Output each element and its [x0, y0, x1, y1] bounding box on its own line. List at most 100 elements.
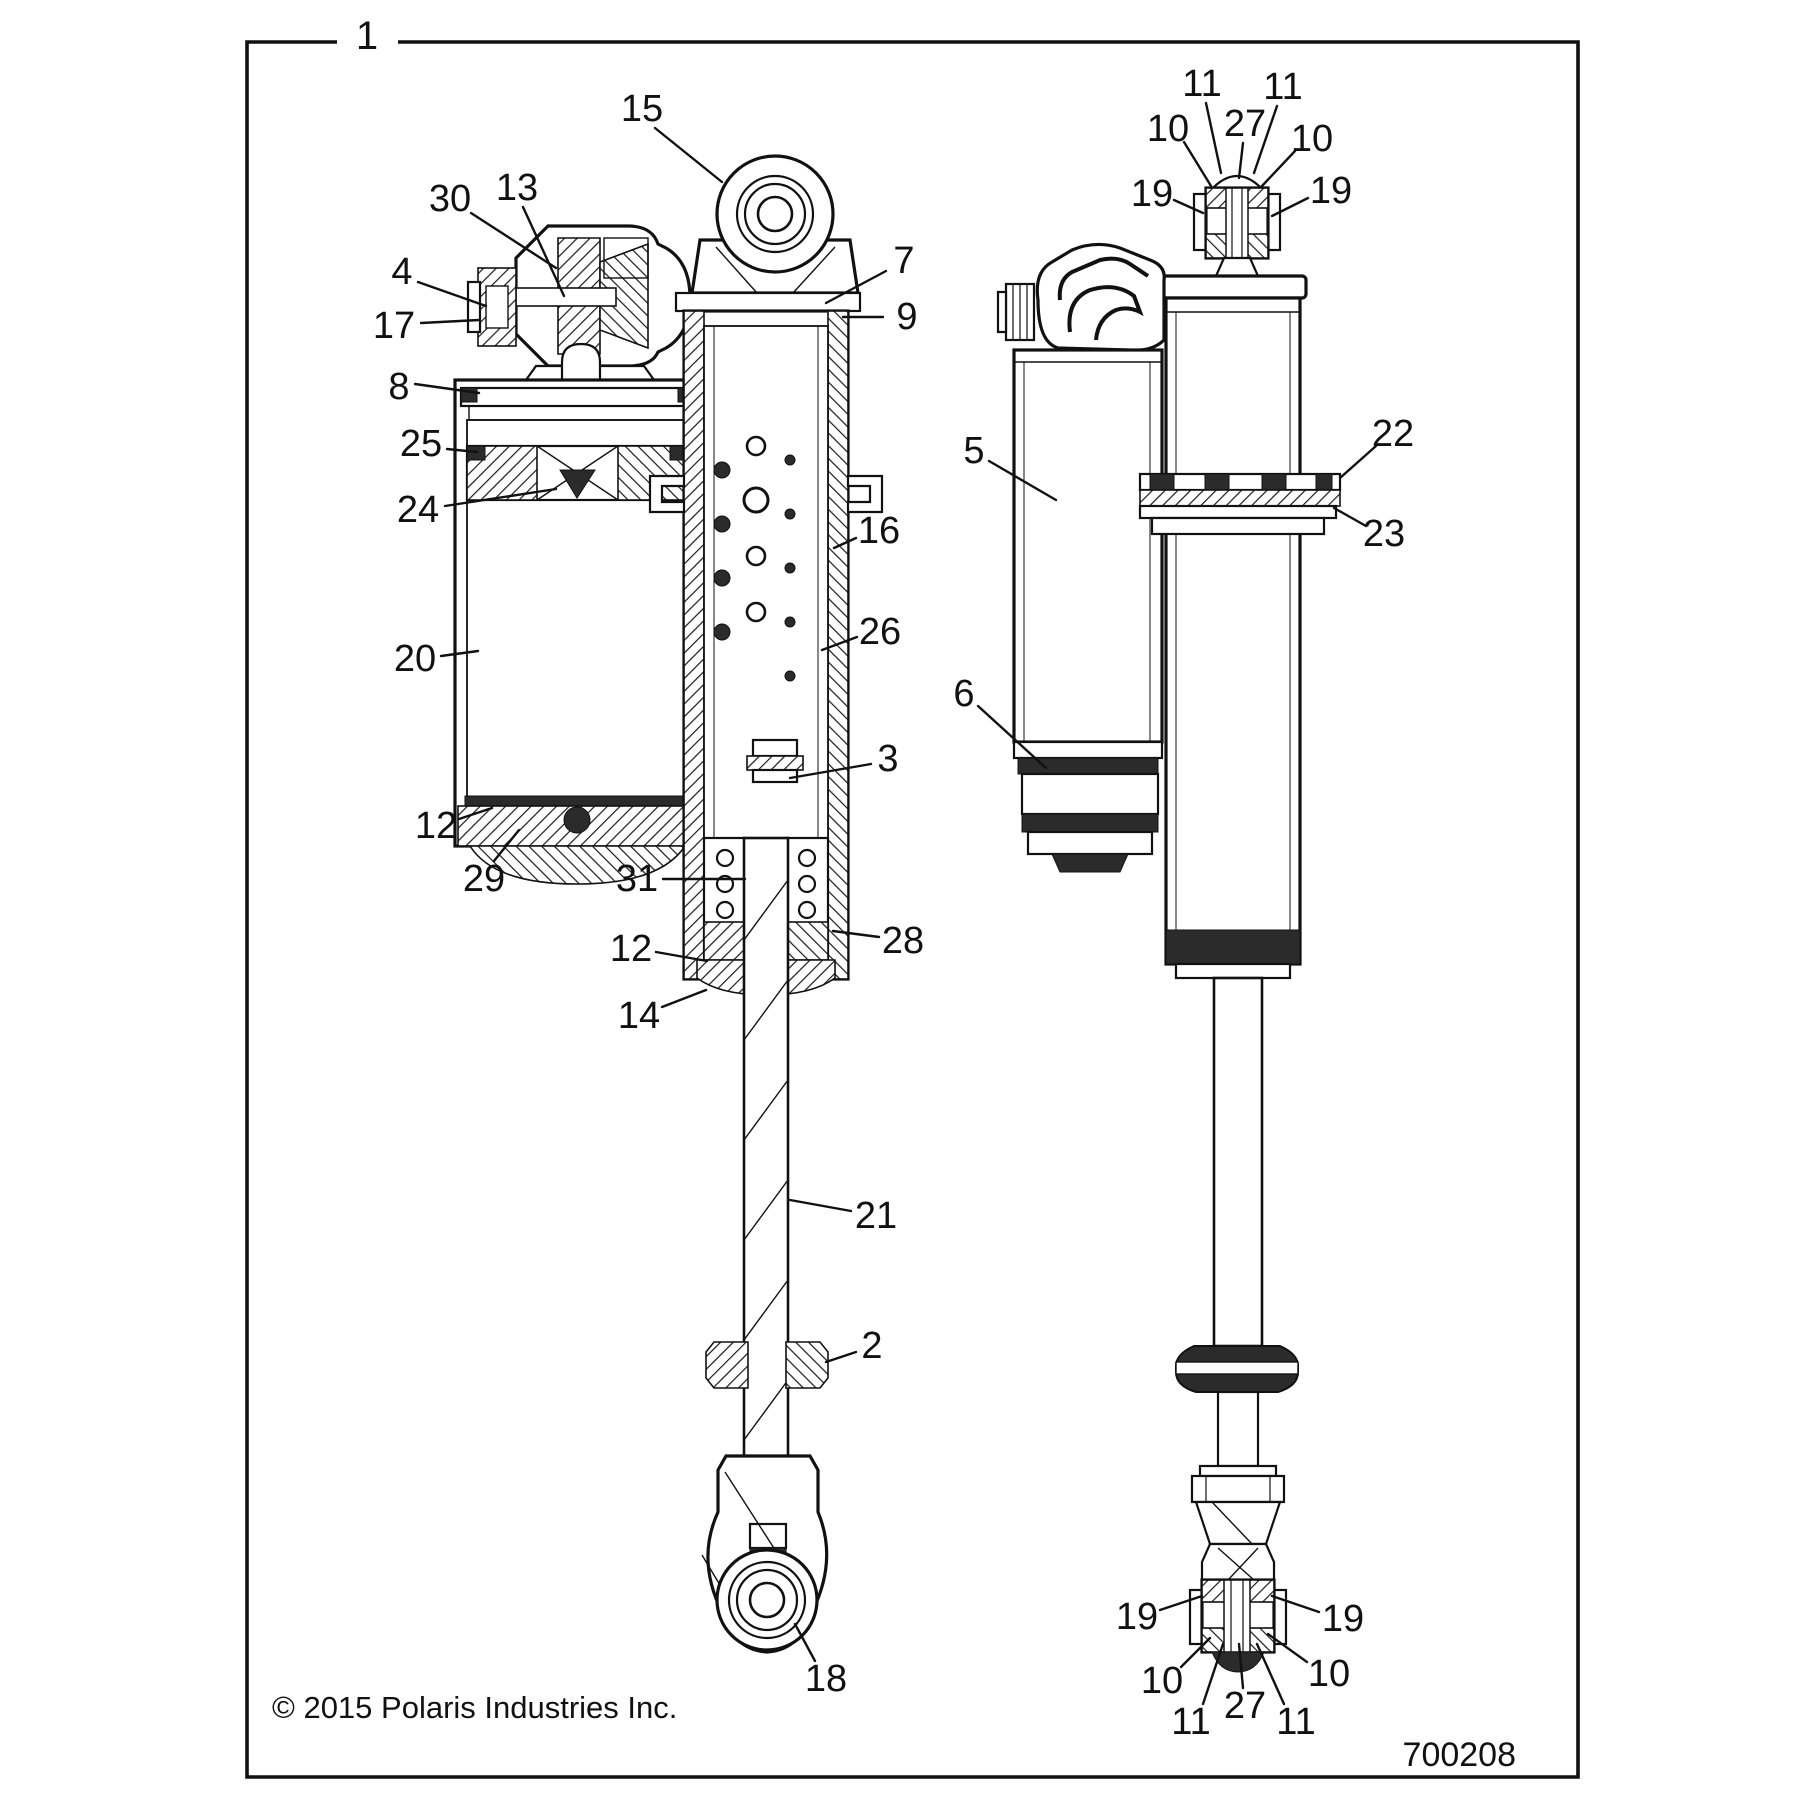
adjuster-knob-cap [466, 280, 482, 334]
callout-7: 7 [893, 240, 914, 282]
shock-body-section-view [648, 154, 884, 1654]
mount-tab-left [648, 474, 686, 514]
leader-line-7 [824, 269, 888, 305]
leader-line-3 [788, 762, 873, 780]
leader-line-28 [831, 929, 881, 939]
callout-17: 17 [373, 305, 415, 347]
callout-22: 22 [1372, 413, 1414, 455]
leader-line-27 [1237, 141, 1245, 180]
clamp-lower-band [1138, 504, 1338, 520]
leader-line-19 [1158, 1594, 1204, 1612]
shock-rod [742, 836, 790, 1462]
leader-line-11 [1201, 1642, 1225, 1706]
bottom-bushing-mount [1188, 1578, 1288, 1673]
reservoir-end-cap-exterior [1020, 772, 1160, 816]
callout-4: 4 [391, 251, 412, 293]
jam-nut-right [785, 1341, 829, 1389]
bottom-eyelet-bore [748, 1581, 786, 1619]
leader-line-20 [439, 649, 480, 658]
leader-line-23 [1332, 506, 1368, 528]
clamp-strap [1139, 489, 1341, 507]
top-side-washer-right [1266, 192, 1282, 252]
body-top-cap [1156, 274, 1308, 300]
callout-23: 23 [1363, 513, 1405, 555]
leader-line-18 [793, 1622, 817, 1663]
callout-25: 25 [400, 423, 442, 465]
leader-line-2 [824, 1350, 858, 1364]
leader-line-13 [521, 205, 566, 298]
callout-2: 2 [861, 1325, 882, 1367]
leader-line-10 [1179, 1636, 1212, 1669]
callout-8: 8 [388, 366, 409, 408]
reservoir-ring [1012, 740, 1164, 760]
callout-5: 5 [963, 430, 984, 472]
copyright-text: © 2015 Polaris Industries Inc. [272, 1690, 677, 1725]
bottom-bushing-sleeve [1223, 1579, 1251, 1653]
callout-19: 19 [1322, 1598, 1364, 1640]
leader-line-10 [1182, 140, 1213, 188]
leader-line-30 [469, 211, 558, 270]
callout-30: 30 [429, 178, 471, 220]
top-bushing-sleeve [1225, 187, 1249, 259]
rod-lower [1216, 1390, 1260, 1468]
figure-border [245, 40, 1580, 1779]
leader-line-12 [457, 806, 494, 821]
callout-19: 19 [1131, 173, 1173, 215]
leader-line-6 [976, 704, 1048, 770]
leader-line-29 [492, 828, 521, 863]
clamp-plate [1150, 516, 1326, 536]
leader-line-19 [1270, 1594, 1321, 1614]
reservoir-clamp [1138, 472, 1342, 536]
leader-line-27 [1237, 1642, 1245, 1690]
body-bottom-seal [1165, 929, 1301, 965]
leader-line-11 [1252, 104, 1279, 175]
callout-29: 29 [463, 858, 505, 900]
jam-nut-left [705, 1341, 749, 1389]
leader-line-10 [1260, 149, 1297, 188]
valve-dome [560, 342, 602, 382]
leader-line-8 [413, 382, 481, 395]
callout-11: 11 [1182, 63, 1221, 105]
reservoir-section-view [453, 224, 702, 885]
callout-28: 28 [882, 920, 924, 962]
callout-26: 26 [859, 611, 901, 653]
reservoir-assembly [996, 242, 1166, 873]
leader-line-17 [419, 318, 481, 325]
lower-bracket [1200, 1542, 1276, 1582]
leader-line-25 [445, 447, 479, 454]
leader-line-15 [653, 126, 724, 184]
leader-line-21 [788, 1198, 853, 1213]
leader-line-19 [1172, 198, 1205, 215]
leader-line-4 [416, 280, 488, 308]
leader-line-26 [820, 635, 859, 652]
callout-21: 21 [855, 1195, 897, 1237]
callout-12: 12 [415, 805, 457, 847]
rod-exterior [1212, 976, 1264, 1348]
leader-line-19 [1270, 196, 1310, 218]
callout-9: 9 [896, 296, 917, 338]
reservoir-foot [1051, 853, 1129, 873]
callout-19: 19 [1310, 170, 1352, 212]
callout-6: 6 [953, 673, 974, 715]
callout-10: 10 [1291, 118, 1333, 160]
callout-31: 31 [616, 858, 658, 900]
callout-27: 27 [1224, 1685, 1266, 1727]
shock-exterior-view [996, 175, 1342, 1673]
bypass-holes [713, 435, 796, 682]
adjuster-window [603, 237, 649, 279]
reservoir-end-dome [468, 845, 687, 885]
body-bottom-cap [1174, 962, 1292, 980]
shock-body [1164, 296, 1302, 966]
leader-line-22 [1338, 444, 1378, 480]
part-number-text: 700208 [1403, 1736, 1516, 1774]
callout-16: 16 [858, 510, 900, 552]
mount-tab-right [846, 474, 884, 514]
leader-line-5 [987, 459, 1058, 502]
reservoir-bottom-seal [464, 795, 691, 807]
reservoir-exterior [1012, 348, 1164, 744]
callout-13: 13 [496, 167, 538, 209]
piston-assembly [746, 738, 804, 784]
callout-10: 10 [1141, 1660, 1183, 1702]
adjuster-knob-detent [485, 285, 509, 329]
